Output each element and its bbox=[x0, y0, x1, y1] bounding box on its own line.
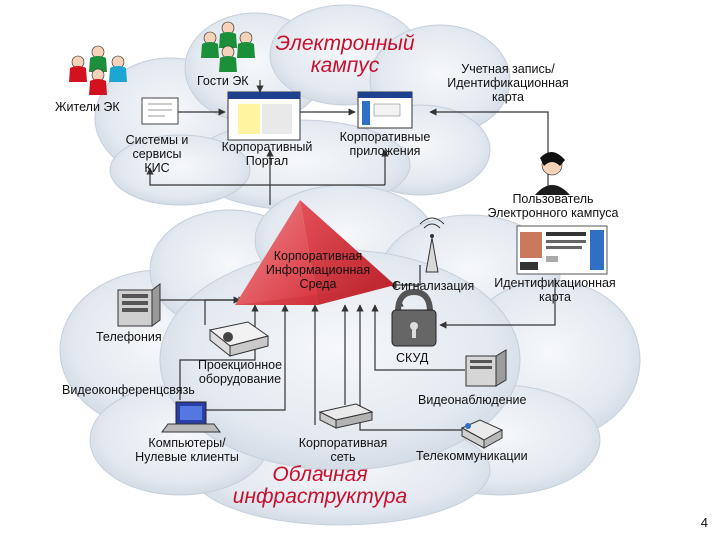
label-portal-line-2: Портал bbox=[245, 154, 289, 168]
page-number: 4 bbox=[700, 515, 708, 530]
label-signal: Сигнализация bbox=[392, 279, 475, 293]
label-videoconf: Видеоконференцсвязь bbox=[62, 383, 195, 397]
id-card-icon bbox=[516, 225, 608, 275]
label-kis-line-3: КИС bbox=[144, 161, 170, 175]
label-surveillance: Видеонаблюдение bbox=[418, 393, 527, 407]
label-apps-line-1: Корпоративные bbox=[339, 130, 431, 144]
label-cis-line-3: Среда bbox=[299, 277, 337, 291]
label-portal: Корпоративный Портал bbox=[212, 140, 322, 168]
laptop-icon bbox=[161, 401, 221, 433]
label-user-line-2: Электронного кампуса bbox=[487, 206, 619, 220]
label-account-line-2: Идентификационная bbox=[447, 76, 569, 90]
kis-document-icon bbox=[141, 97, 179, 125]
apps-window-icon bbox=[357, 91, 413, 129]
label-network-line-1: Корпоративная bbox=[298, 436, 388, 450]
label-computers-line-1: Компьютеры/ bbox=[148, 436, 226, 450]
label-kis-line-2: сервисы bbox=[132, 147, 182, 161]
label-account: Учетная запись/ Идентификационная карта bbox=[438, 62, 578, 104]
portal-window-icon bbox=[227, 91, 301, 141]
title-cloud-infrastructure: Облачная инфраструктура bbox=[210, 464, 430, 508]
label-cis-line-2: Информационная bbox=[265, 263, 371, 277]
label-network-line-2: сеть bbox=[330, 450, 356, 464]
title-bottom-line-1: Облачная bbox=[272, 463, 368, 486]
label-computers-line-2: Нулевые клиенты bbox=[135, 450, 239, 464]
label-kis-line-1: Системы и bbox=[125, 133, 189, 147]
telephony-server-icon bbox=[117, 283, 161, 327]
label-cis: Корпоративная Информационная Среда bbox=[248, 249, 388, 291]
cis-pyramid bbox=[235, 200, 395, 305]
surveillance-server-icon bbox=[465, 349, 507, 387]
label-idcard-line-2: карта bbox=[539, 290, 571, 304]
network-switch-icon bbox=[318, 403, 374, 429]
title-bottom-line-2: инфраструктура bbox=[232, 485, 408, 508]
label-portal-line-1: Корпоративный bbox=[221, 140, 313, 154]
guests-people-icon bbox=[201, 21, 255, 72]
label-residents: Жители ЭК bbox=[55, 100, 120, 114]
label-skud: СКУД bbox=[396, 351, 429, 365]
label-telecom: Телекоммуникации bbox=[416, 449, 528, 463]
label-network: Корпоративная сеть bbox=[288, 436, 398, 464]
label-idcard-line-1: Идентификационная bbox=[494, 276, 616, 290]
label-cis-line-1: Корпоративная bbox=[273, 249, 363, 263]
label-apps: Корпоративные приложения bbox=[330, 130, 440, 158]
antenna-icon bbox=[419, 217, 445, 273]
label-guests: Гости ЭК bbox=[197, 74, 249, 88]
label-user-line-1: Пользователь bbox=[512, 192, 594, 206]
connectors bbox=[146, 80, 556, 431]
label-account-line-1: Учетная запись/ bbox=[461, 62, 555, 76]
label-apps-line-2: приложения bbox=[349, 144, 421, 158]
label-projection: Проекционное оборудование bbox=[190, 358, 290, 386]
lock-icon bbox=[391, 288, 437, 347]
residents-people-icon bbox=[69, 45, 127, 95]
label-kis: Системы и сервисы КИС bbox=[112, 133, 202, 175]
label-user: Пользователь Электронного кампуса bbox=[478, 192, 628, 220]
label-idcard: Идентификационная карта bbox=[480, 276, 630, 304]
label-account-line-3: карта bbox=[492, 90, 524, 104]
label-projection-line-1: Проекционное bbox=[197, 358, 283, 372]
router-icon bbox=[460, 419, 504, 449]
user-person-icon bbox=[535, 151, 570, 195]
label-computers: Компьютеры/ Нулевые клиенты bbox=[132, 436, 242, 464]
projector-icon bbox=[208, 321, 270, 358]
label-telephony: Телефония bbox=[96, 330, 162, 344]
label-projection-line-2: оборудование bbox=[198, 372, 282, 386]
title-electronic-campus: Электронный кампус bbox=[255, 33, 435, 77]
title-top-line-1: Электронный bbox=[275, 32, 415, 55]
title-top-line-2: кампус bbox=[310, 54, 380, 77]
